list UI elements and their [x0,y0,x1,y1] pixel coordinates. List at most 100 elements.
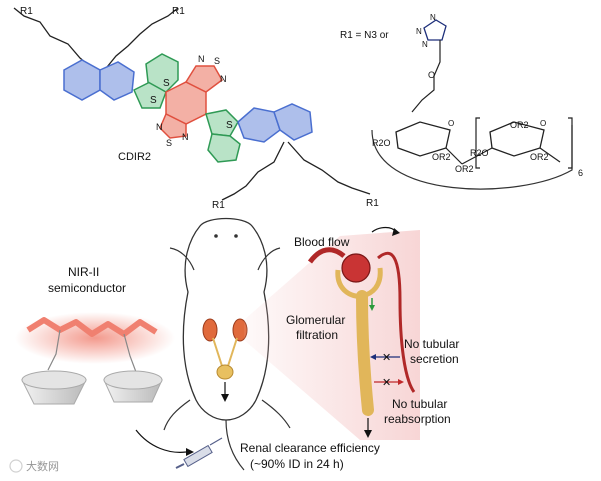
r1-definition-label: R1 = N3 or [340,30,389,41]
cd-linker-right [123,333,137,373]
cd-cup-right-top [103,370,163,390]
nir-label-line2: semiconductor [48,281,126,295]
glucose-unit-1 [395,121,451,157]
renal-clearance-line2: (~90% ID in 24 h) [250,457,344,471]
mouse-tail [225,419,245,471]
glomerular-label-line2: filtration [296,328,338,342]
r1-label-bottom-right: R1 [366,198,379,209]
watermark-logo-icon [9,459,23,473]
btd-n1: N [198,54,205,64]
fluorene-left-ring-b [99,61,135,101]
r1-label-top-right: R1 [172,6,185,17]
mouse-left-leg [163,399,191,431]
glycosidic-bond-1 [445,147,463,165]
mouse-ureter-right [227,337,238,367]
mouse-left-arm [169,247,195,271]
blood-vessel-out [377,251,416,393]
glomerulus [341,253,371,283]
nir-semiconductor-illustration: NIR-II semiconductor [15,265,194,456]
cd-cup-left-top [21,370,87,390]
renal-tubule [356,290,374,416]
blood-vessel-in [307,247,346,264]
triazole-ring-icon [423,19,447,41]
mouse-body [182,217,270,421]
watermark: 大数网 [9,459,59,473]
compound-name-label: CDIR2 [118,151,151,163]
thiophene-left-s: S [163,78,170,89]
thiophene-top-s: S [150,95,157,106]
no-secretion-label-line1: No tubular [404,337,459,351]
alkyl-chain-top-left [13,7,98,73]
mouse-kidney-left [202,318,218,342]
renal-clearance-line1: Renal clearance efficiency [240,441,380,455]
secretion-cross-icon: ✕ [382,352,391,364]
mouse-right-arm [257,247,281,271]
triazole-n1: N [430,13,436,22]
mouse-right-leg [261,399,291,429]
excretion-arrow-head [221,394,229,402]
fluorene-right-ring-b [273,103,313,141]
cd-subscript: 6 [578,168,583,178]
no-reabsorption-label-line1: No tubular [392,397,447,411]
filtration-arrow-head [369,305,375,311]
alkyl-chain-top-right [102,7,179,73]
thiophene-bottom [205,109,239,137]
cyclodextrin-ring-outline [371,125,573,190]
glycosidic-bond-2 [461,147,493,165]
thiophene-top [133,81,167,109]
btd-n4: N [182,132,189,142]
tubule-outflow-arrow-head [364,430,372,438]
glycosidic-bond-3 [539,147,561,163]
cd-linker-left [47,329,61,371]
dioxane-bottom [207,133,241,163]
cd-or2-2: OR2 [510,120,529,130]
reabsorption-arrow-head [398,379,404,385]
btd-n3: N [156,122,163,132]
blood-flow-arrow [371,226,397,233]
nir-backbone [26,317,158,337]
btd-upper-ring [184,65,223,93]
mouse-ureter-left [212,337,223,367]
cd-r2o-1: R2O [372,138,391,148]
syringe-icon [175,437,223,469]
nir-label-line1: NIR-II [68,265,99,279]
cd-or2-1: OR2 [432,152,451,162]
mouse-bladder [216,364,234,380]
cd-o-ring2: O [540,119,546,128]
glomerular-label-line1: Glomerular [286,313,345,327]
linker-o: O [428,70,435,80]
cd-or2-3: OR2 [530,152,549,162]
cd-o-ring1: O [448,119,454,128]
btd-s2: S [166,138,172,148]
secretion-arrow-head [370,354,376,360]
cd-r2o-2: R2O [470,148,489,158]
r1-definition: R1 = N3 or N N N O [340,13,447,113]
mouse-eye-right [234,234,238,238]
injection-arrow-head [186,448,194,456]
triazole-n2: N [416,27,422,36]
mouse-eye-left [214,234,218,238]
alkyl-chain-bottom-right [287,141,371,195]
linker-chain [411,40,441,113]
thiophene-bottom-s: S [226,120,233,131]
fluorene-left-ring-a [63,59,101,101]
blood-flow-label: Blood flow [294,235,350,249]
r1-label-top-left: R1 [20,6,33,17]
cd-or2-4: OR2 [455,164,474,174]
blood-flow-arrow-head [392,228,400,236]
repeat-bracket-left [475,117,480,169]
alkyl-chain-bottom-left [221,141,285,201]
mouse-illustration [163,217,291,471]
repeat-bracket-right [568,117,573,169]
btd-lower-ring [159,112,187,139]
btd-s1: S [214,56,220,66]
nephron-illustration: ✕ ✕ [307,226,416,438]
triazole-n3: N [422,40,428,49]
cdir2-molecule: R1 R1 R1 R1 S S S N S N N S N CDIR2 [13,6,379,211]
reabsorption-cross-icon: ✕ [382,377,391,389]
r1-label-bottom-left: R1 [212,200,225,211]
injection-arrow [135,429,187,453]
btd-n2: N [220,74,227,84]
